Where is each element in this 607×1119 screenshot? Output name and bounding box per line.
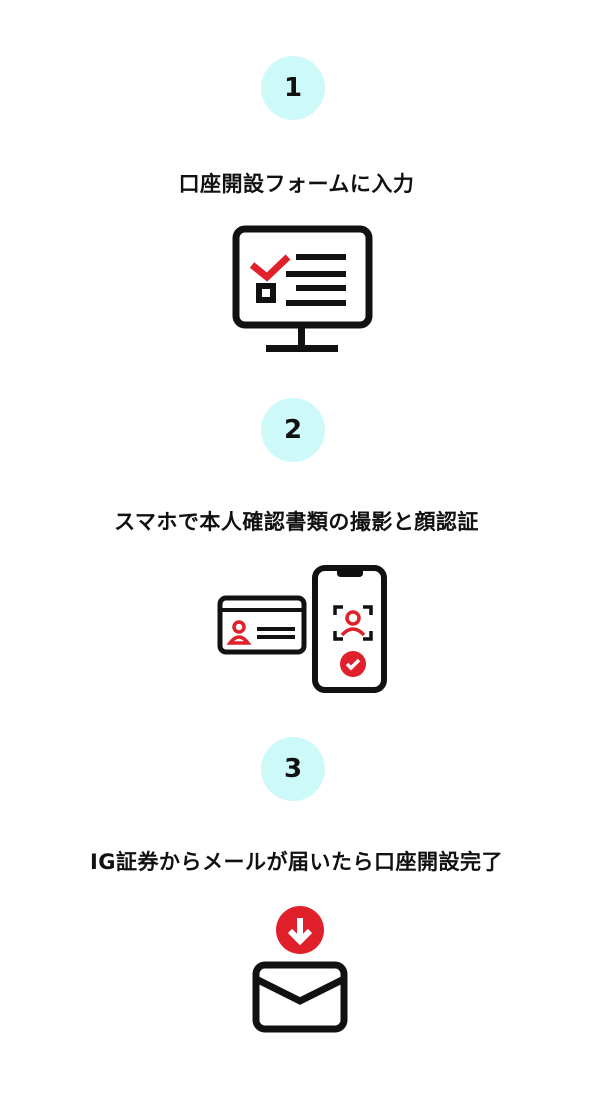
mail-download-icon [252,906,348,1033]
step-number: 3 [283,754,303,784]
step-number: 1 [283,73,303,103]
step-title: IG証券からメールが届いたら口座開設完了 [89,850,504,874]
id-card-phone-face-icon [217,565,387,693]
step-number-badge: 1 [261,56,325,120]
step-title: 口座開設フォームに入力 [178,172,415,196]
step-title: スマホで本人確認書類の撮影と顔認証 [114,510,479,534]
step-number-badge: 3 [261,737,325,801]
step-number-badge: 2 [261,398,325,462]
monitor-form-icon [232,225,373,352]
step-number: 2 [283,415,303,445]
